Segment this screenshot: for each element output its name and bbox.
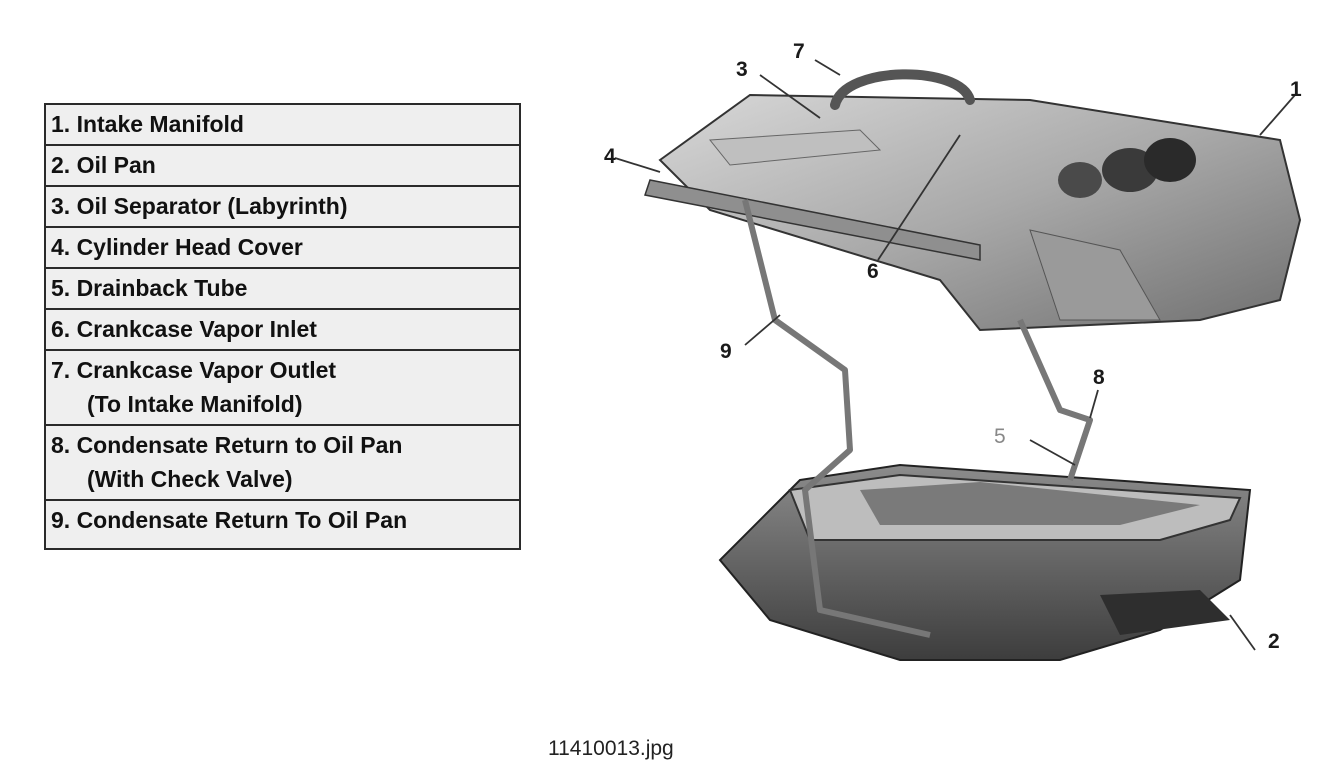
legend-table: 1. Intake Manifold 2. Oil Pan 3. Oil Sep… (44, 103, 521, 550)
legend-item-oil-pan: 2. Oil Pan (46, 146, 519, 187)
legend-item-crankcase-vapor-outlet: 7. Crankcase Vapor Outlet (To Intake Man… (46, 351, 519, 426)
callout-3: 3 (736, 58, 748, 81)
oil-pan-shape (718, 463, 1252, 661)
callout-5: 5 (994, 425, 1006, 448)
vapor-outlet-hose (830, 69, 975, 110)
leader-lines (614, 59, 1296, 651)
callout-1: 1 (1290, 78, 1302, 101)
legend-item-intake-manifold: 1. Intake Manifold (46, 105, 519, 146)
callout-2: 2 (1268, 630, 1280, 653)
legend-item-condensate-return: 9. Condensate Return To Oil Pan (51, 507, 408, 533)
callout-6: 6 (867, 260, 879, 283)
legend-item-oil-separator: 3. Oil Separator (Labyrinth) (46, 187, 519, 228)
callout-8: 8 (1093, 366, 1105, 389)
legend-item-condensate-return-check-valve: 8. Condensate Return to Oil Pan (With Ch… (46, 426, 519, 501)
legend-item-crankcase-vapor-inlet: 6. Crankcase Vapor Inlet (46, 310, 519, 351)
callout-9: 9 (720, 340, 732, 363)
engine-illustration (614, 59, 1302, 661)
drainback-tube (1017, 318, 1093, 481)
intake-manifold-shape (644, 93, 1302, 332)
legend-item-drainback-tube: 5. Drainback Tube (46, 269, 519, 310)
callout-7: 7 (793, 40, 805, 63)
legend-item-cylinder-head-cover: 4. Cylinder Head Cover (46, 228, 519, 269)
callout-4: 4 (604, 145, 616, 168)
image-filename: 11410013.jpg (548, 737, 674, 760)
